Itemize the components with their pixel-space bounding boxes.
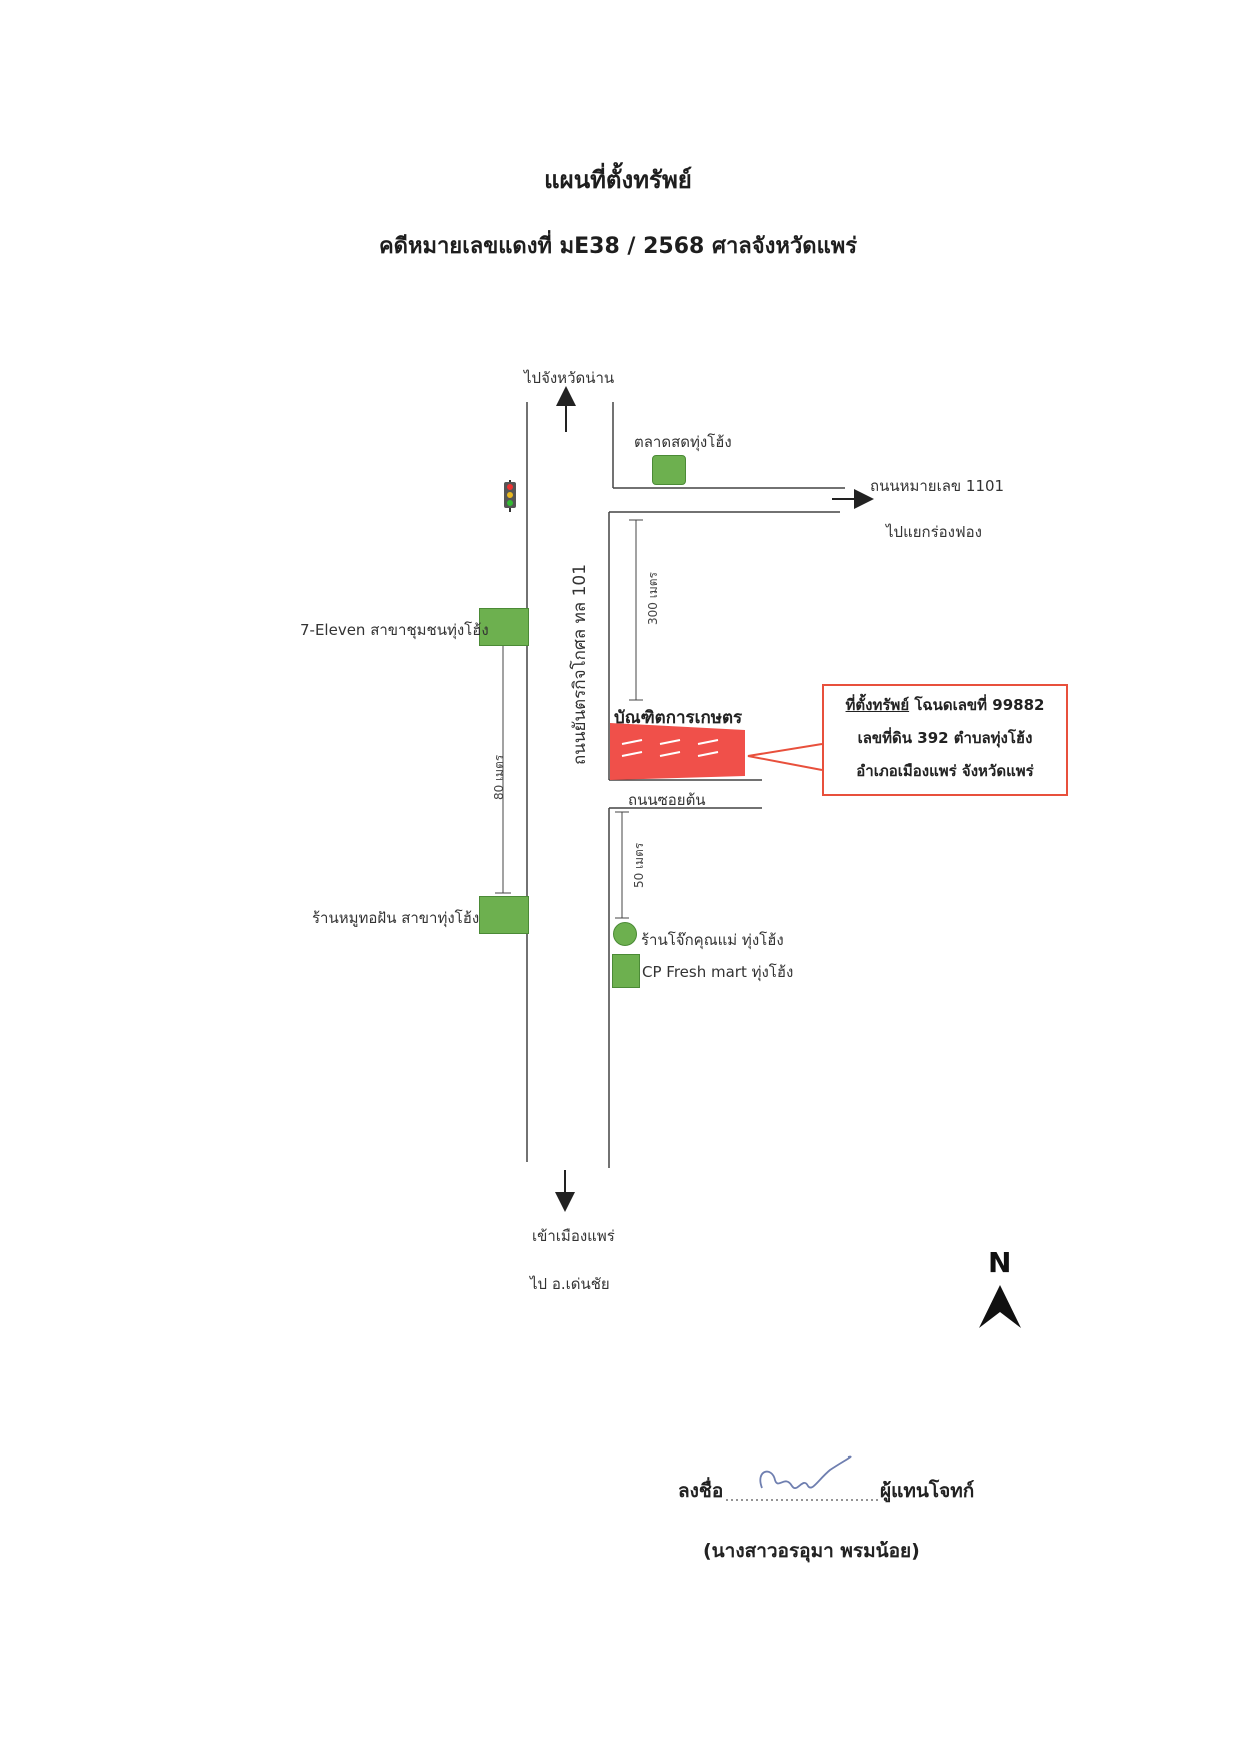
property-deed: โฉนดเลขที่ 99882 (909, 696, 1045, 714)
to-nan-label: ไปจังหวัดน่าน (524, 369, 615, 387)
dist-80-label: 80 เมตร (492, 754, 506, 800)
signature-scribble (759, 1455, 852, 1489)
signer-name: (นางสาวอรอุมา พรมน้อย) (703, 1540, 920, 1562)
market-label: ตลาดสดทุ่งโฮ้ง (634, 433, 732, 451)
cp-fresh-label: CP Fresh mart ทุ่งโฮ้ง (642, 963, 794, 981)
mookata-label: ร้านหมูทอฝัน สาขาทุ่งโฮ้ง (312, 909, 480, 927)
soi-ton-label: ถนนซอยต้น (628, 791, 706, 809)
callout-pointer (747, 743, 823, 771)
property-district-line: อำเภอเมืองแพร่ จังหวัดแพร่ (856, 762, 1034, 780)
to-rong-fong-label: ไปแยกร่องฟอง (886, 523, 982, 541)
main-road-label: ถนนยันตรกิจโกศล ทล 101 (570, 563, 590, 765)
traffic-light-icon (504, 480, 516, 512)
property-deed-line: ที่ตั้งทรัพย์ โฉนดเลขที่ 99882 (824, 689, 1066, 722)
sign-label: ลงชื่อ (678, 1480, 724, 1502)
north-label: N (988, 1246, 1012, 1279)
north-arrow-icon (979, 1285, 1021, 1328)
dist-300-label: 300 เมตร (646, 572, 660, 625)
seven-eleven-label: 7-Eleven สาขาชุมชนทุ่งโฮ้ง (300, 621, 489, 639)
mookata-marker (479, 896, 529, 934)
cp-fresh-marker (612, 954, 640, 988)
property-parcel (610, 723, 745, 780)
bank-label: บัณฑิตการเกษตร (614, 708, 743, 728)
seven-eleven-marker (479, 608, 529, 646)
road-1101-label: ถนนหมายเลข 1101 (870, 477, 1005, 495)
page-title: แผนที่ตั้งทรัพย์ (544, 166, 692, 194)
market-marker (652, 455, 686, 485)
signer-role: ผู้แทนโจทก์ (880, 1480, 975, 1502)
to-den-chai-label: ไป อ.เด่นชัย (530, 1275, 610, 1293)
property-info-box: ที่ตั้งทรัพย์ โฉนดเลขที่ 99882 เลขที่ดิน… (822, 684, 1068, 796)
jok-shop-marker (613, 922, 637, 946)
jok-shop-label: ร้านโจ๊กคุณแม่ ทุ่งโฮ้ง (641, 931, 784, 949)
property-label: ที่ตั้งทรัพย์ (845, 696, 910, 714)
dist-50-label: 50 เมตร (632, 842, 646, 888)
to-phrae-label: เข้าเมืองแพร่ (532, 1227, 615, 1245)
property-parcel-line: เลขที่ดิน 392 ตำบลทุ่งโฮ้ง (857, 729, 1033, 747)
case-number: คดีหมายเลขแดงที่ มE38 / 2568 ศาลจังหวัดแ… (378, 234, 858, 259)
